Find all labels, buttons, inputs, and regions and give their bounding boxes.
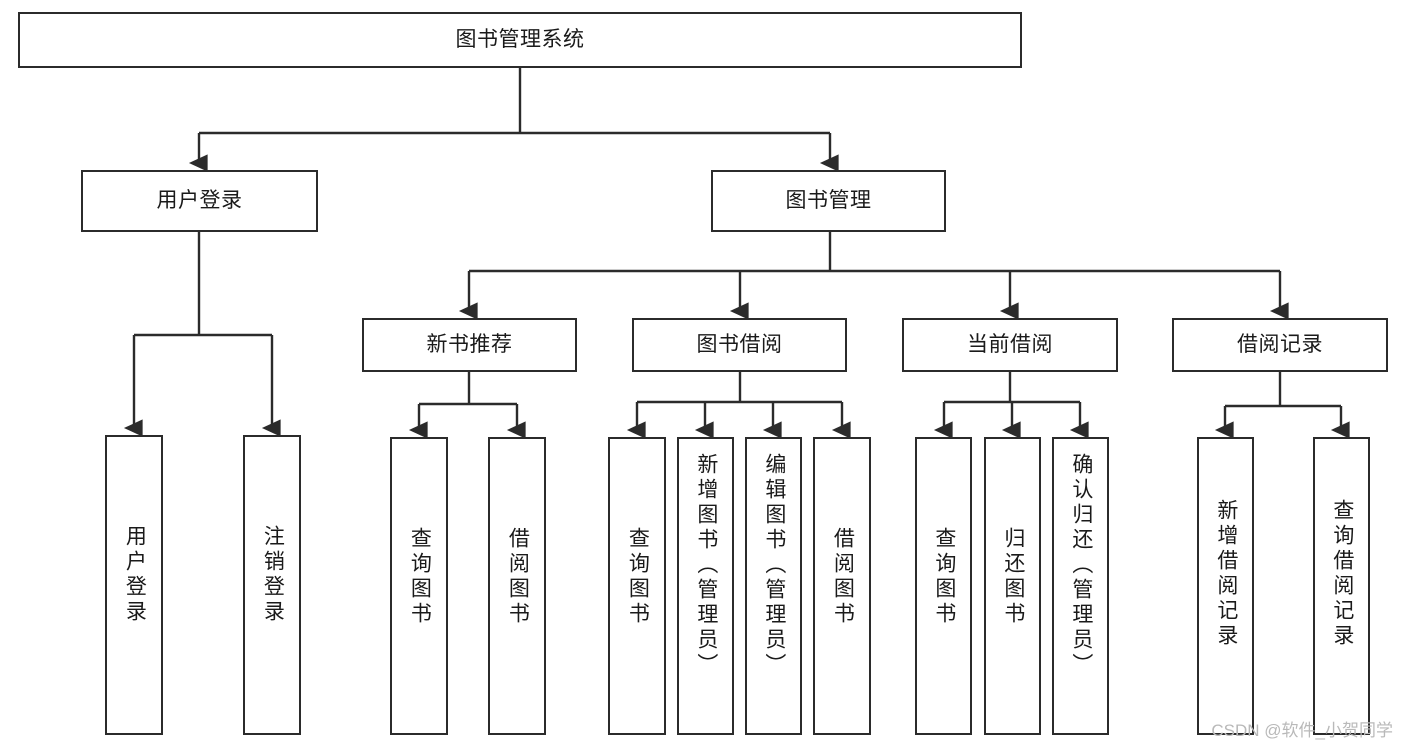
node-leaf-return-book[interactable]: 归还图书	[984, 437, 1041, 735]
node-user-login-label: 用户登录	[156, 188, 243, 212]
node-leaf-query-book-2[interactable]: 查询图书	[608, 437, 666, 735]
node-leaf-add-record-label: 新增借阅记录	[1214, 499, 1238, 649]
node-leaf-edit-book-label: 编辑图书（管理员）	[762, 453, 786, 678]
node-borrow-record-label: 借阅记录	[1237, 332, 1323, 356]
node-leaf-user-login[interactable]: 用户登录	[105, 435, 163, 735]
node-leaf-edit-book[interactable]: 编辑图书（管理员）	[745, 437, 802, 735]
node-leaf-confirm-return-label: 确认归还（管理员）	[1069, 453, 1093, 678]
node-book-borrow-label: 图书借阅	[696, 332, 783, 356]
node-book-borrow[interactable]: 图书借阅	[632, 318, 847, 372]
node-new-book-rec-label: 新书推荐	[426, 332, 513, 356]
node-user-login[interactable]: 用户登录	[81, 170, 318, 232]
node-leaf-query-record-label: 查询借阅记录	[1330, 499, 1354, 649]
node-leaf-borrow-book-2-label: 借阅图书	[831, 527, 855, 627]
node-leaf-add-book-label: 新增图书（管理员）	[694, 453, 718, 678]
node-leaf-borrow-book-2[interactable]: 借阅图书	[813, 437, 871, 735]
node-leaf-user-logout[interactable]: 注销登录	[243, 435, 301, 735]
node-leaf-borrow-book-1[interactable]: 借阅图书	[488, 437, 546, 735]
node-current-borrow[interactable]: 当前借阅	[902, 318, 1118, 372]
node-leaf-query-book-3[interactable]: 查询图书	[915, 437, 972, 735]
node-leaf-user-login-label: 用户登录	[123, 525, 147, 625]
node-leaf-query-record[interactable]: 查询借阅记录	[1313, 437, 1370, 735]
node-new-book-rec[interactable]: 新书推荐	[362, 318, 577, 372]
node-leaf-user-logout-label: 注销登录	[261, 525, 285, 625]
node-leaf-return-book-label: 归还图书	[1001, 527, 1025, 627]
node-leaf-add-book[interactable]: 新增图书（管理员）	[677, 437, 734, 735]
node-leaf-query-book-1-label: 查询图书	[408, 527, 432, 627]
node-leaf-confirm-return[interactable]: 确认归还（管理员）	[1052, 437, 1109, 735]
node-leaf-borrow-book-1-label: 借阅图书	[506, 527, 530, 627]
node-book-manage[interactable]: 图书管理	[711, 170, 946, 232]
node-borrow-record[interactable]: 借阅记录	[1172, 318, 1388, 372]
node-leaf-query-book-1[interactable]: 查询图书	[390, 437, 448, 735]
watermark-text: CSDN @软件_小贺同学	[1211, 721, 1393, 740]
node-book-manage-label: 图书管理	[785, 188, 872, 212]
node-current-borrow-label: 当前借阅	[967, 332, 1053, 356]
node-root[interactable]: 图书管理系统	[18, 12, 1022, 68]
node-leaf-query-book-2-label: 查询图书	[626, 527, 650, 627]
node-leaf-add-record[interactable]: 新增借阅记录	[1197, 437, 1254, 735]
node-leaf-query-book-3-label: 查询图书	[932, 527, 956, 627]
node-root-label: 图书管理系统	[455, 27, 585, 51]
